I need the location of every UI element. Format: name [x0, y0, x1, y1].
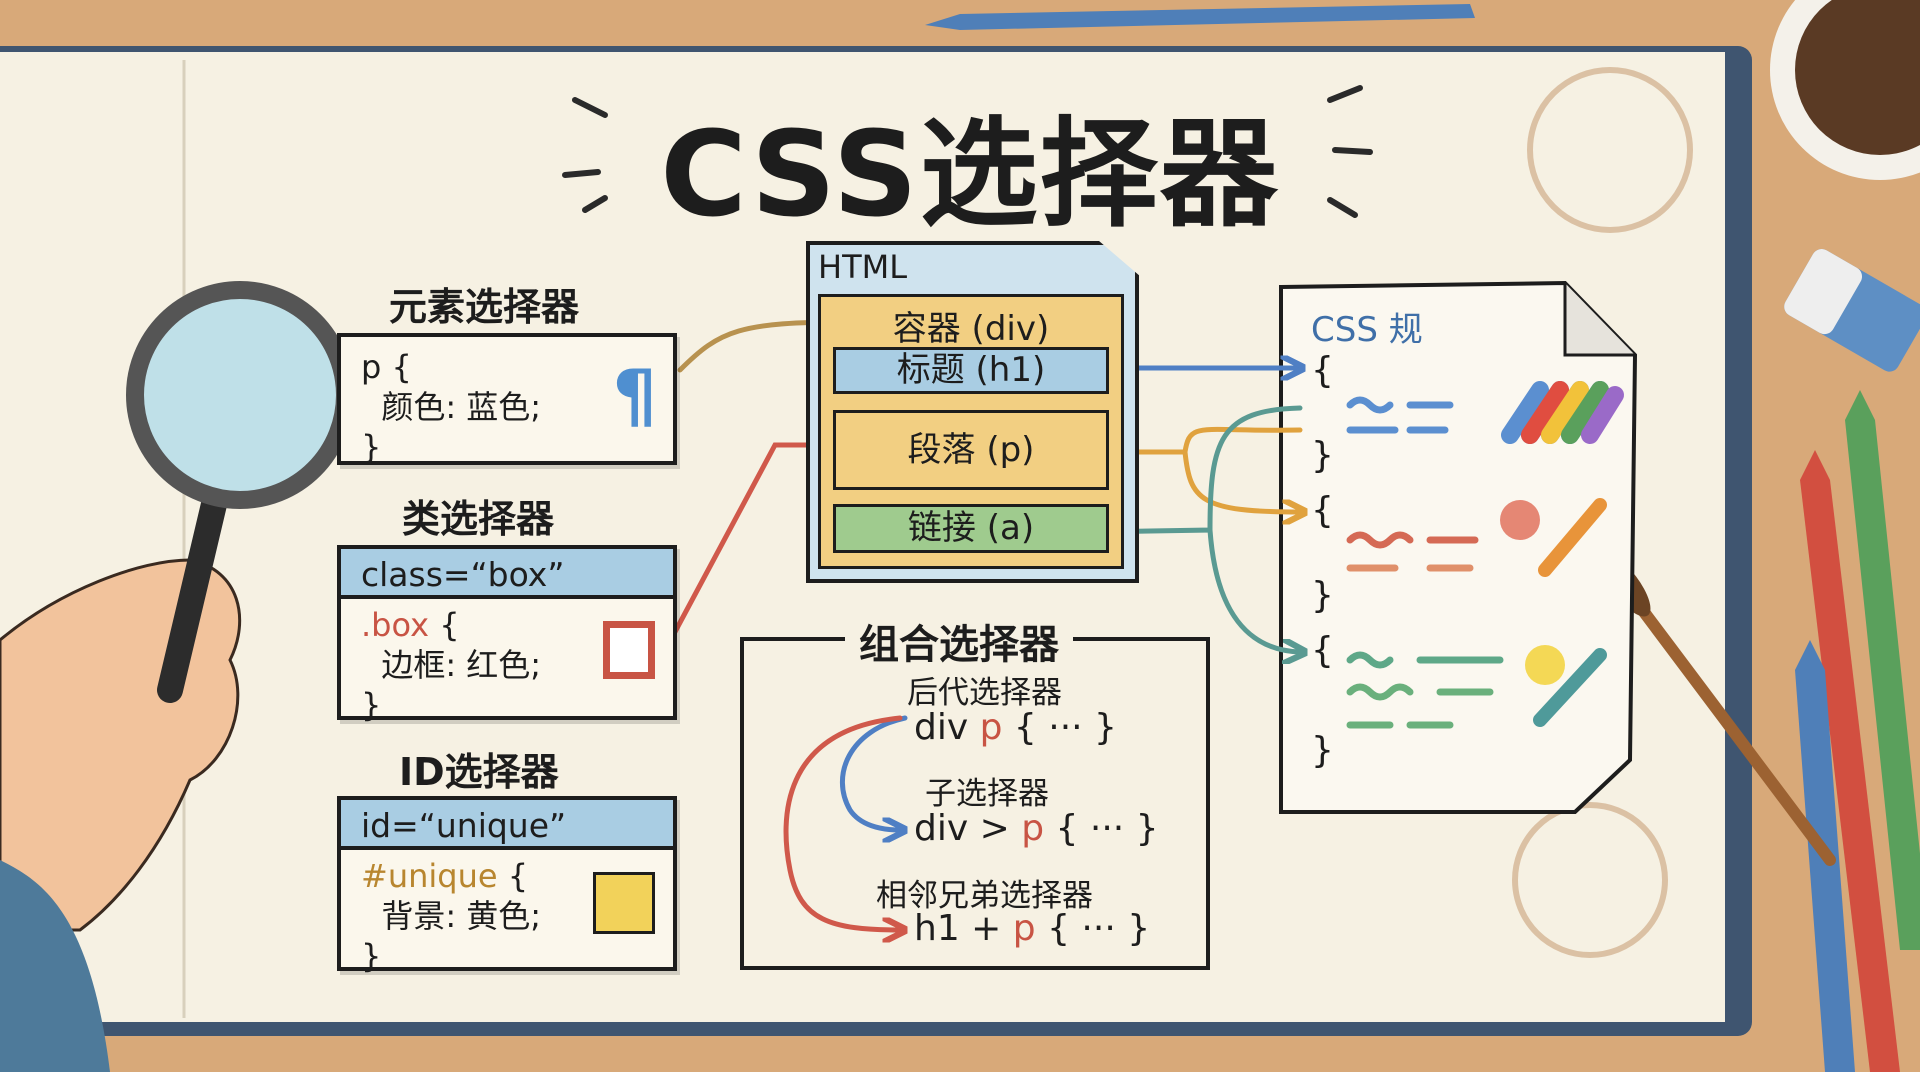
coffee-stain [1512, 802, 1668, 958]
descendant-code: div p { ··· } [914, 707, 1117, 748]
html-heading-h1: 标题 (h1) [833, 347, 1109, 394]
code-brace: { [497, 857, 529, 895]
container-label: 容器 (div) [892, 309, 1050, 349]
combinator-title: 组合选择器 [845, 612, 1073, 670]
magnifier-icon [126, 281, 354, 509]
code-line: p { [361, 348, 412, 386]
html-link-a: 链接 (a) [833, 504, 1109, 553]
pencil-red-icon [1800, 450, 1900, 1072]
code-line: } [361, 428, 382, 466]
descendant-label: 后代选择器 [907, 675, 1062, 711]
page-title: CSS选择器 [660, 105, 1280, 243]
code-line: } [361, 686, 382, 724]
red-square-icon [603, 621, 655, 679]
code-line: 颜色: 蓝色; [381, 388, 542, 426]
yellow-square-icon [593, 872, 655, 934]
magnifier-handle [157, 487, 228, 703]
class-selector-card: class=“box” .box { 边框: 红色; } [337, 545, 677, 724]
sibling-label: 相邻兄弟选择器 [876, 878, 1093, 914]
coffee-stain [1527, 67, 1693, 233]
rule-brace: { [1311, 630, 1334, 671]
css-scribbles [1346, 396, 1504, 729]
class-selector-name: .box [361, 606, 430, 644]
rule-brace: } [1311, 575, 1334, 616]
element-selector-label: 元素选择器 [389, 285, 580, 329]
code-line: 边框: 红色; [381, 646, 542, 684]
code-brace: { [429, 606, 460, 644]
id-selector-name: #unique [361, 857, 498, 895]
id-attr: id=“unique” [341, 800, 673, 850]
sibling-code: h1 + p { ··· } [914, 908, 1151, 949]
rainbow-swatch-icon [1501, 381, 1624, 444]
eraser-icon [1784, 249, 1920, 372]
rule-brace: { [1311, 490, 1334, 531]
pencil-top-icon [925, 4, 1475, 30]
teal-pencil-icon [1533, 648, 1607, 727]
pilcrow-icon: ¶ [612, 355, 657, 437]
id-selector-card: id=“unique” #unique { 背景: 黄色; } [337, 796, 677, 975]
orange-pencil-icon [1538, 498, 1607, 577]
rule-brace: } [1311, 730, 1334, 771]
code-line: } [361, 937, 382, 975]
css-rules-paper [1279, 280, 1638, 814]
css-rules-label: CSS 规 [1311, 310, 1423, 350]
rule-brace: } [1311, 435, 1334, 476]
class-selector-label: 类选择器 [402, 497, 555, 541]
class-attr: class=“box” [341, 549, 673, 599]
paintbrush-icon [1614, 574, 1836, 866]
pencil-green-icon [1845, 390, 1920, 950]
id-selector-label: ID选择器 [399, 750, 559, 794]
element-selector-card: p { 颜色: 蓝色; } ¶ [337, 333, 677, 466]
rule-brace: { [1311, 350, 1334, 391]
html-paragraph-p: 段落 (p) [833, 410, 1109, 490]
html-doc-label: HTML [818, 248, 908, 286]
code-line: 背景: 黄色; [381, 897, 542, 935]
child-code: div > p { ··· } [914, 808, 1159, 849]
title-accent-lines [562, 85, 1373, 218]
child-label: 子选择器 [925, 776, 1049, 812]
